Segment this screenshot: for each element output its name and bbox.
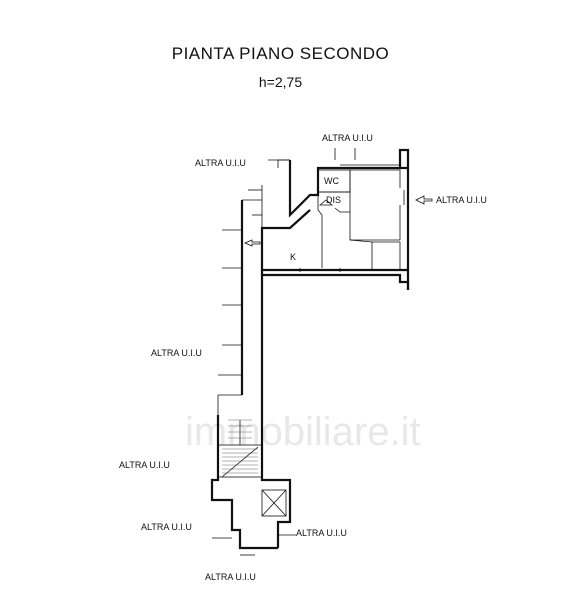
- neighbor-label-bottom: ALTRA U.I.U: [205, 572, 256, 582]
- room-label-wc: WC: [324, 176, 339, 186]
- neighbor-label-bottom-right: ALTRA U.I.U: [296, 528, 347, 538]
- neighbor-label-right: ALTRA U.I.U: [436, 195, 487, 205]
- corridor-walls: [217, 185, 410, 415]
- neighbor-label-left-low: ALTRA U.I.U: [119, 460, 170, 470]
- neighbor-label-top-right: ALTRA U.I.U: [322, 133, 373, 143]
- apartment-walls: [260, 148, 410, 290]
- room-label-dis: DIS: [326, 195, 341, 205]
- entry-arrow-icon: [243, 239, 261, 247]
- neighbor-label-bottom-left: ALTRA U.I.U: [141, 522, 192, 532]
- ceiling-height: h=2,75: [258, 74, 303, 90]
- neighbor-label-top-left: ALTRA U.I.U: [195, 158, 246, 168]
- neighbor-label-left-mid: ALTRA U.I.U: [151, 348, 202, 358]
- entry-arrow-icon: [415, 195, 433, 205]
- plan-title: PIANTA PIANO SECONDO: [171, 44, 390, 63]
- room-label-kitchen: K: [290, 252, 296, 262]
- door-arrow-icon: [318, 199, 334, 206]
- watermark: immobiliare.it: [185, 410, 421, 454]
- stairwell: [210, 405, 296, 556]
